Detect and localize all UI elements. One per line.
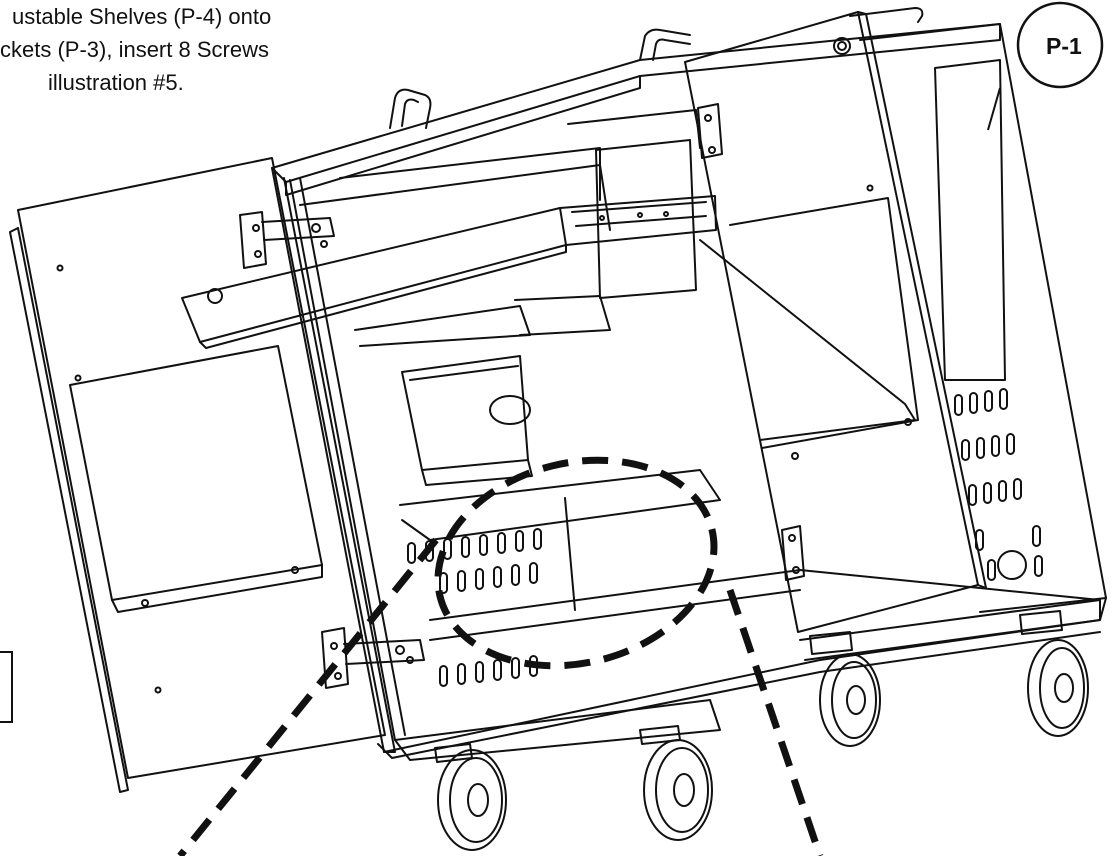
detail-leader-left bbox=[177, 537, 439, 856]
callout-leader bbox=[987, 87, 1001, 131]
left-door bbox=[9, 157, 386, 793]
callout-label: P-1 bbox=[1046, 33, 1082, 59]
instruction-line-1: ustable Shelves (P-4) onto bbox=[12, 4, 272, 29]
cart-base bbox=[394, 569, 1101, 761]
caster-back-right bbox=[1019, 610, 1089, 737]
cart-handles bbox=[389, 7, 924, 129]
right-door bbox=[684, 11, 987, 633]
interior-frame bbox=[299, 109, 916, 611]
detail-leader-right bbox=[726, 588, 824, 856]
instruction-text: ustable Shelves (P-4) onto ckets (P-3), … bbox=[0, 0, 420, 99]
instruction-line-3: illustration #5. bbox=[48, 70, 184, 95]
interior-vent-slots bbox=[407, 528, 542, 687]
clipped-label-box bbox=[0, 651, 13, 723]
door-hinges bbox=[239, 103, 805, 689]
detail-circle bbox=[434, 456, 718, 670]
caster-front-right bbox=[639, 725, 713, 841]
right-side-panel bbox=[859, 23, 1107, 613]
caster-back-left bbox=[809, 631, 881, 747]
right-vent-slots bbox=[954, 388, 1043, 581]
part-callout-p1: P-1 bbox=[987, 1, 1104, 131]
caster-front-left bbox=[434, 743, 507, 851]
casters bbox=[434, 610, 1089, 851]
instruction-line-2: ckets (P-3), insert 8 Screws bbox=[0, 37, 269, 62]
callout-circle bbox=[1016, 1, 1104, 89]
detail-callout bbox=[177, 456, 824, 856]
cabinet-body bbox=[271, 167, 1107, 759]
